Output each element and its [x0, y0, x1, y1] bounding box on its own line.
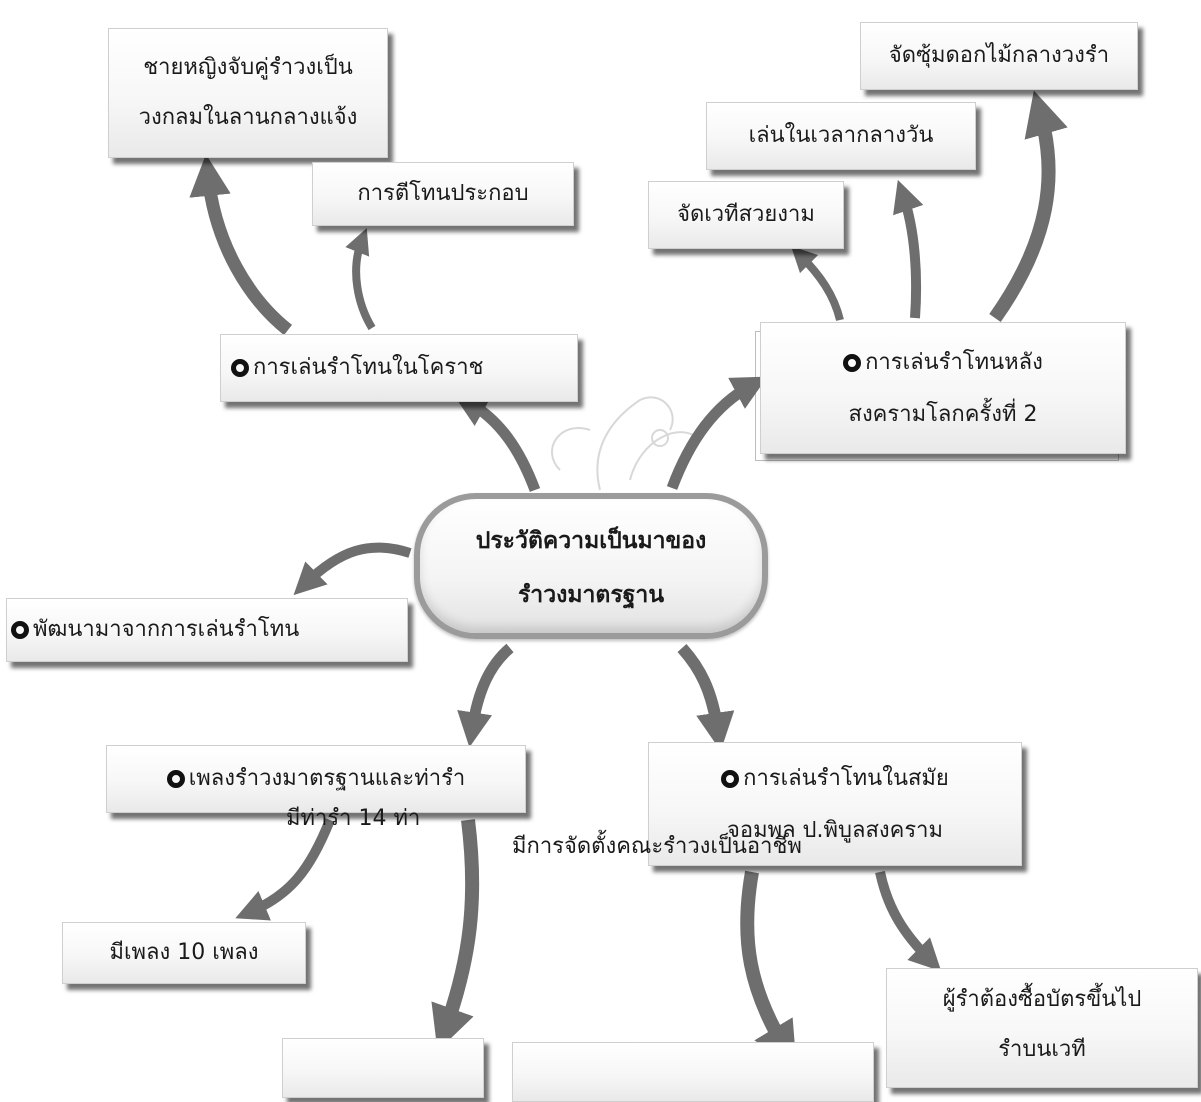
ticket-line1: ผู้รำต้องซื้อบัตรขึ้นไป — [942, 987, 1142, 1012]
bullet-icon — [721, 770, 740, 788]
dance-detail-node — [282, 1038, 484, 1098]
phibun-title-line1: การเล่นรำโทนในสมัย — [649, 753, 1021, 805]
dance-count-label: มีท่ารำ 14 ท่า — [286, 806, 421, 831]
arrow-to-couples — [189, 154, 293, 336]
professional-detail-node — [512, 1042, 874, 1102]
couples-line2: วงกลมในลานกลางแจ้ง — [138, 105, 358, 130]
center-topic-line1: ประวัติความเป็นมาของ — [475, 528, 707, 554]
phibun-title-line2: จอมพล ป.พิบูลสงคราม — [726, 818, 944, 843]
arrow-to-songs — [457, 643, 514, 748]
arrow-to-stage — [790, 245, 844, 322]
arrow-to-dance-box — [431, 819, 480, 1052]
arrow-to-song-count — [235, 818, 335, 921]
phibun-title1: การเล่นรำโทนในสมัย — [743, 766, 949, 791]
center-topic-node: ประวัติความเป็นมาของ รำวงมาตรฐาน — [414, 493, 768, 639]
daytime-node: เล่นในเวลากลางวัน — [706, 102, 976, 170]
arrow-to-ticket — [875, 870, 942, 972]
song-count-node: มีเพลง 10 เพลง — [62, 922, 306, 984]
drum-label: การตีโทนประกอบ — [357, 181, 529, 206]
developed-title: พัฒนามาจากการเล่นรำโทน — [33, 617, 300, 642]
arrow-to-drum — [345, 228, 376, 331]
bullet-icon — [231, 359, 249, 377]
bullet-icon — [166, 770, 185, 788]
post-war-node: การเล่นรำโทนหลัง สงครามโลกครั้งที่ 2 — [755, 322, 1126, 461]
songs-node: เพลงรำวงมาตรฐานและท่ารำ — [106, 745, 526, 813]
arrow-to-post-war — [666, 376, 768, 490]
daytime-label: เล่นในเวลากลางวัน — [748, 123, 934, 148]
drum-node: การตีโทนประกอบ — [312, 162, 574, 226]
arrow-to-phibun — [677, 643, 735, 752]
professional-label: มีการจัดตั้งคณะรำวงเป็นอาชีพ — [512, 834, 802, 859]
arrow-to-developed — [293, 542, 412, 596]
ticket-line2: รำบนเวที — [998, 1037, 1086, 1062]
center-topic-line2: รำวงมาตรฐาน — [517, 582, 665, 608]
couples-line1: ชายหญิงจับคู่รำวงเป็น — [143, 55, 353, 80]
arrow-to-flowers — [989, 90, 1068, 323]
phibun-node: การเล่นรำโทนในสมัย จอมพล ป.พิบูลสงคราม — [648, 742, 1022, 866]
stage-label: จัดเวทีสวยงาม — [677, 202, 815, 227]
korat-title: การเล่นรำโทนในโคราช — [253, 355, 484, 380]
bullet-icon — [11, 621, 29, 639]
arrow-to-korat — [452, 393, 541, 492]
arrow-to-professional-box — [740, 870, 797, 1068]
post-war-title-line1: การเล่นรำโทนหลัง — [761, 337, 1125, 389]
stage-node: จัดเวทีสวยงาม — [648, 181, 844, 249]
ticket-node: ผู้รำต้องซื้อบัตรขึ้นไป รำบนเวที — [886, 968, 1198, 1088]
flowers-label: จัดซุ้มดอกไม้กลางวงรำ — [888, 43, 1110, 68]
bullet-icon — [843, 354, 862, 372]
couples-node: ชายหญิงจับคู่รำวงเป็น วงกลมในลานกลางแจ้ง — [108, 28, 388, 158]
arrow-to-daytime — [893, 179, 924, 319]
developed-node: พัฒนามาจากการเล่นรำโทน — [6, 598, 408, 662]
flowers-node: จัดซุ้มดอกไม้กลางวงรำ — [860, 22, 1138, 90]
song-count-label: มีเพลง 10 เพลง — [109, 940, 259, 965]
korat-node: การเล่นรำโทนในโคราช — [220, 334, 578, 402]
post-war-title1: การเล่นรำโทนหลัง — [865, 350, 1043, 375]
songs-title: เพลงรำวงมาตรฐานและท่ารำ — [188, 766, 466, 791]
post-war-title-line2: สงครามโลกครั้งที่ 2 — [848, 402, 1038, 427]
